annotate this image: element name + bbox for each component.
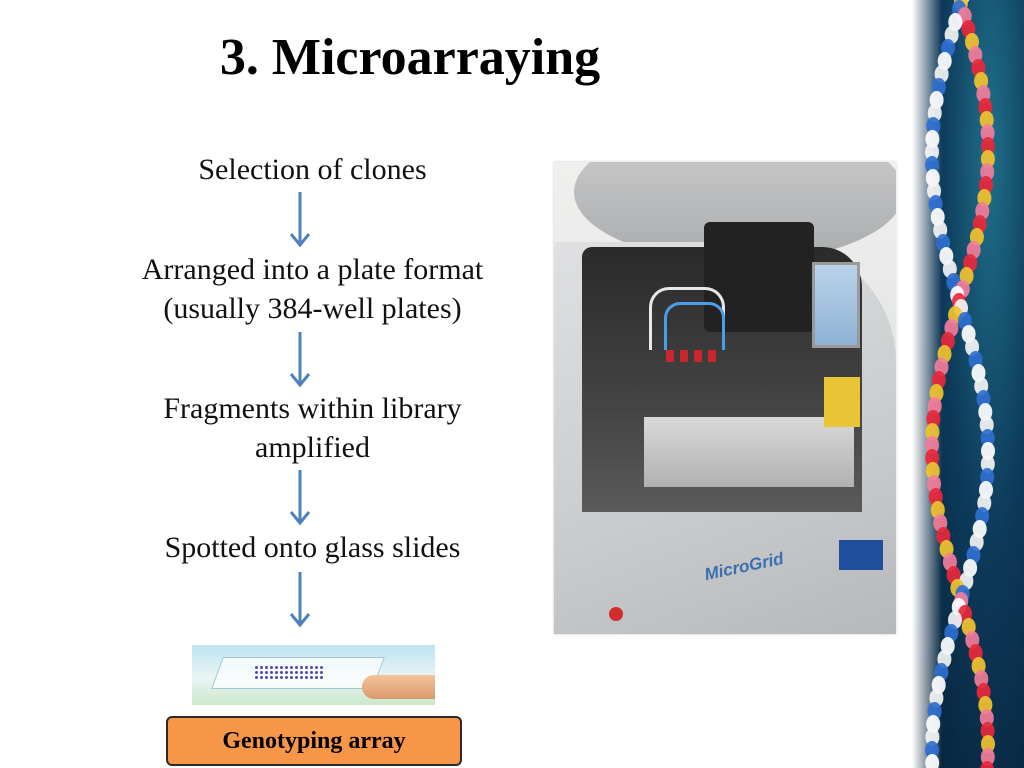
step-arranged-line-2: (usually 384-well plates) [163, 292, 462, 325]
down-arrow-icon [289, 470, 311, 526]
dna-bead [980, 124, 995, 142]
dna-bead [925, 143, 939, 161]
down-arrow-icon [289, 332, 311, 388]
step-spotted-glass-slides: Spotted onto glass slides [164, 531, 461, 564]
glass-slide-image [192, 645, 435, 705]
dna-bead [925, 156, 940, 174]
step-fragments-line-2: amplified [255, 431, 370, 464]
dna-bead [925, 436, 939, 454]
dna-bead [925, 449, 940, 467]
dna-bead [926, 117, 941, 135]
photo-red-button [609, 607, 623, 621]
dna-bead [980, 150, 995, 168]
down-arrow-icon [289, 192, 311, 248]
array-spots [254, 665, 324, 679]
dna-bead [925, 754, 940, 768]
dna-bead [925, 423, 940, 441]
dna-bead [981, 442, 995, 460]
down-arrow-icon [289, 572, 311, 628]
photo-blue-box [839, 540, 883, 570]
photo-deck [644, 417, 854, 487]
photo-red-cap [666, 350, 674, 362]
genotyping-array-box: Genotyping array [166, 716, 462, 766]
dna-bead [925, 741, 939, 759]
step-fragments-line-1: Fragments within library [163, 392, 462, 425]
photo-yellow-block [824, 377, 860, 427]
photo-tubes-blue [664, 302, 725, 350]
dna-bead [925, 130, 940, 148]
dna-bead [981, 137, 995, 155]
photo-monitor [812, 262, 860, 348]
dna-helix-icon [925, 0, 995, 768]
dna-bead [979, 709, 994, 727]
step-arranged-line-1: Arranged into a plate format [141, 253, 484, 286]
step-selection-of-clones: Selection of clones [198, 153, 427, 186]
step-fragments-amplified: Fragments within library amplified [100, 389, 525, 467]
dna-bead [979, 416, 994, 434]
dna-bead [980, 761, 994, 768]
photo-red-cap [680, 350, 688, 362]
photo-red-cap [694, 350, 702, 362]
step-arranged-plate-format: Arranged into a plate format (usually 38… [100, 250, 525, 328]
microarrayer-photo: MicroGrid [554, 162, 896, 634]
dna-bead [980, 429, 995, 447]
dna-bead [980, 722, 995, 740]
dna-bead [925, 728, 940, 746]
slide-title: 3. Microarraying [219, 29, 601, 86]
photo-red-cap [708, 350, 716, 362]
dna-bead [980, 455, 995, 473]
dna-bead [981, 735, 995, 753]
dna-bead [980, 748, 995, 766]
dna-bead [926, 715, 941, 733]
dna-decoration [912, 0, 1024, 768]
finger [362, 675, 435, 699]
dna-bead [979, 111, 994, 129]
dna-bead [926, 410, 941, 428]
